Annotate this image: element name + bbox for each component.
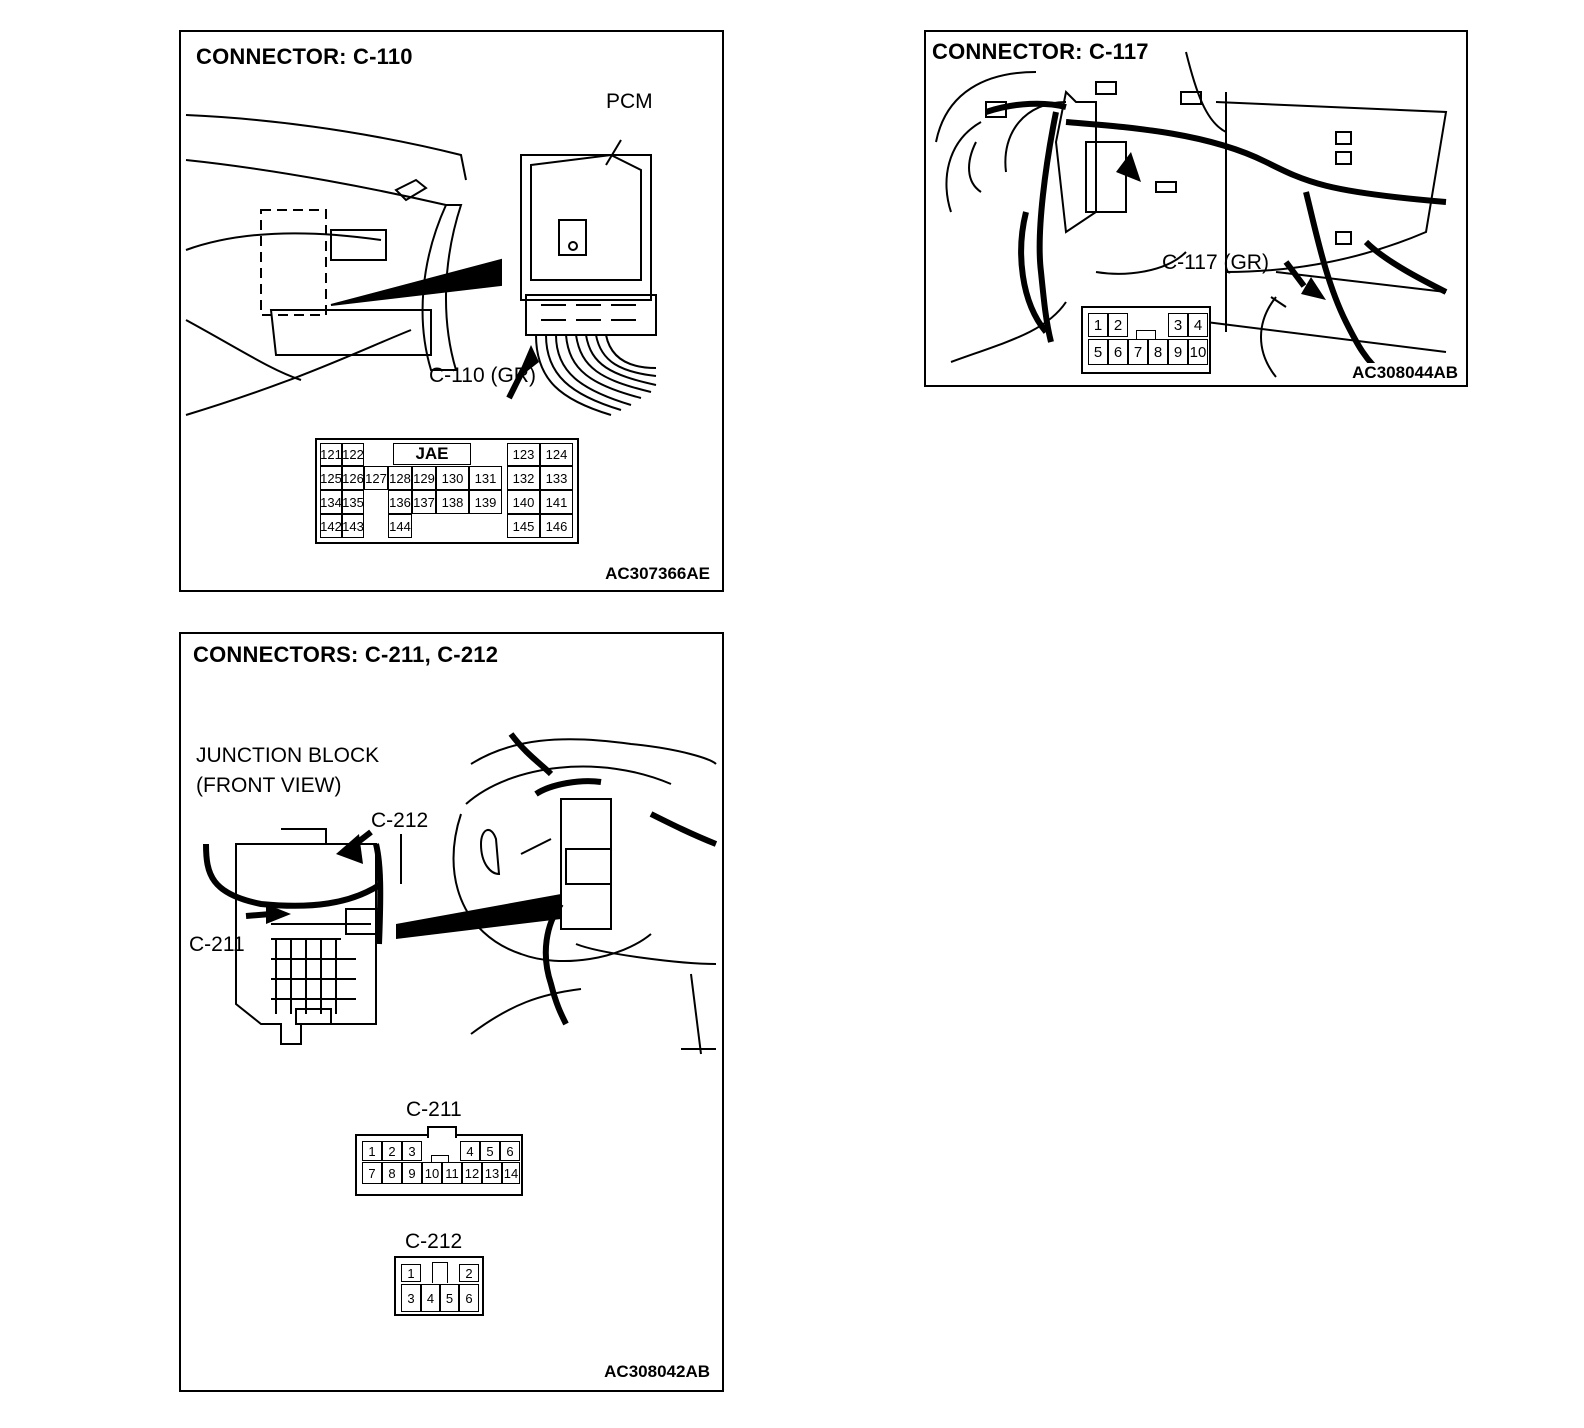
panel-title: CONNECTORS: C-211, C-212 [193,642,499,667]
pin: 129 [412,466,436,490]
pin: 8 [382,1162,402,1184]
pin: 137 [412,490,436,514]
figure-code: AC308044AB [1350,363,1460,383]
panel-c110: CONNECTOR: C-110 [179,30,724,592]
pin: 142 [320,514,342,538]
pin: 12 [462,1162,482,1184]
pin: 146 [540,514,573,538]
junction-block-view-label: (FRONT VIEW) [196,774,342,797]
connector-label: C-117 (GR) [1162,251,1269,274]
panel-title: CONNECTOR: C-110 [196,44,413,69]
c212-callout: C-212 [371,809,429,832]
housing-label: JAE [393,443,471,465]
pin: 6 [1108,339,1128,365]
pin: 131 [469,466,502,490]
pin: 143 [342,514,364,538]
c212-pinout: 1 2 3 4 5 6 [394,1256,484,1316]
pin: 132 [507,466,540,490]
pin: 5 [440,1284,459,1312]
pin: 13 [482,1162,502,1184]
pin: 7 [1128,339,1148,365]
c211-caption: C-211 [406,1098,462,1121]
harness-illustration [935,51,1448,380]
pin: 5 [480,1141,500,1161]
locking-tab [1136,330,1156,340]
pin: 124 [540,443,573,466]
panel-title: CONNECTOR: C-117 [932,39,1149,64]
pin: 10 [1188,339,1208,365]
pin: 7 [362,1162,382,1184]
pin: 3 [401,1284,421,1312]
pin: 2 [1108,313,1128,337]
pin: 6 [500,1141,520,1161]
panel-c117: CONNECTOR: C-117 [924,30,1468,387]
figure-code: AC308042AB [604,1362,710,1381]
pin: 5 [1088,339,1108,365]
pin: 2 [459,1264,479,1282]
junction-block-illustration [203,732,718,1055]
pin: 138 [436,490,469,514]
pin: 11 [442,1162,462,1184]
c117-pinout: 1 2 3 4 5 6 7 8 9 10 [1081,306,1211,374]
pin: 3 [402,1141,422,1161]
pin: 4 [1188,313,1208,337]
pin: 9 [1168,339,1188,365]
pin: 128 [388,466,412,490]
panel-c211-c212: CONNECTORS: C-211, C-212 JUNCTION BLOCK … [179,632,724,1392]
pin: 122 [342,443,364,466]
connector-label: C-110 (GR) [429,364,536,387]
pin: 123 [507,443,540,466]
dashboard-pcm-illustration [185,114,657,416]
pin: 6 [459,1284,479,1312]
junction-block-label: JUNCTION BLOCK [196,744,380,767]
pin: 8 [1148,339,1168,365]
pcm-label: PCM [606,90,653,113]
pin: 139 [469,490,502,514]
pin: 2 [382,1141,402,1161]
pin: 127 [364,466,388,490]
pin: 141 [540,490,573,514]
pin: 9 [402,1162,422,1184]
pin: 125 [320,466,342,490]
c211-callout: C-211 [189,933,245,956]
pin: 145 [507,514,540,538]
pin: 126 [342,466,364,490]
pin: 134 [320,490,342,514]
keyway [432,1262,448,1283]
pin: 135 [342,490,364,514]
pin: 10 [422,1162,442,1184]
pin: 14 [502,1162,520,1184]
c211-pinout: 1 2 3 4 5 6 7 8 9 10 11 12 13 14 [355,1126,523,1196]
c212-caption: C-212 [405,1230,463,1253]
pin: 140 [507,490,540,514]
pin: 136 [388,490,412,514]
pin: 133 [540,466,573,490]
pin: 1 [362,1141,382,1161]
pin: 1 [401,1264,421,1282]
figure-code: AC307366AE [605,564,710,583]
pin: 121 [320,443,342,466]
c110-pinout: JAE 121 122 123 124 125 126 127 128 129 … [315,438,579,544]
pin: 4 [460,1141,480,1161]
keyway [431,1155,449,1163]
pin: 144 [388,514,412,538]
locking-tab [427,1126,457,1138]
pin: 3 [1168,313,1188,337]
pin: 1 [1088,313,1108,337]
pin: 130 [436,466,469,490]
pin: 4 [421,1284,440,1312]
